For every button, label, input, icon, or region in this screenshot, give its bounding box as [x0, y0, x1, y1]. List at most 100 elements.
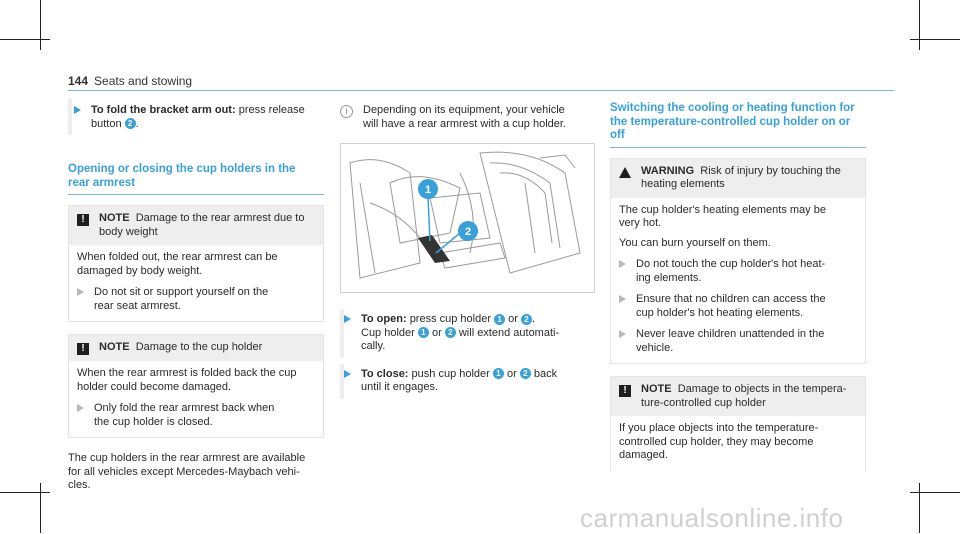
- crop-mark: [0, 492, 50, 493]
- step-text: or: [431, 326, 442, 339]
- note-title: body weight: [99, 225, 158, 238]
- callout-1-icon: [418, 179, 438, 199]
- heading-line: Switching the cooling or heating functio…: [610, 102, 855, 114]
- column-3: Switching the cooling or heating functio…: [610, 98, 866, 471]
- armrest-illustration: 1 2: [340, 143, 595, 293]
- note-body: controlled cup holder, they may become: [619, 435, 814, 448]
- step-arrow-icon: [77, 404, 84, 412]
- note-body: holder could become damaged.: [77, 380, 232, 393]
- warning-icon: [619, 166, 631, 178]
- note-label: NOTE: [99, 341, 130, 353]
- crop-mark: [919, 0, 920, 50]
- note-title: Damage to the cup holder: [135, 341, 263, 353]
- step-text: Ensure that no children can access the: [636, 293, 826, 305]
- section-heading: Switching the cooling or heating functio…: [610, 98, 866, 143]
- step-text: cup holder's hot heating elements.: [636, 306, 804, 319]
- crop-mark: [40, 483, 41, 533]
- note-body: When the rear armrest is folded back the…: [77, 367, 297, 379]
- warning-body: You can burn yourself on them.: [619, 236, 771, 249]
- step-text: until it engages.: [361, 381, 439, 393]
- crop-mark: [910, 492, 960, 493]
- open-label: To open:: [361, 313, 407, 325]
- section-heading: Opening or closing the cup holders in th…: [68, 163, 324, 190]
- callout-2-icon: [458, 221, 478, 241]
- note-body: If you place objects into the temperatur…: [619, 422, 819, 434]
- step-text: Do not touch the cup holder's hot heat-: [636, 258, 826, 270]
- crop-mark: [919, 483, 920, 533]
- note-box: ! NOTE Damage to the cup holder When the…: [68, 334, 324, 438]
- watermark: carmanualsonline.info: [580, 503, 844, 533]
- open-step: To open: press cup holder 1 or 2. Cup ho…: [340, 309, 595, 358]
- heading-line: Opening or closing the cup holders in th…: [68, 163, 296, 175]
- exclamation-icon: !: [619, 385, 631, 397]
- callout-1-icon: 1: [494, 313, 506, 325]
- callout-2-icon: 2: [519, 368, 531, 380]
- step-arrow-icon: [77, 288, 84, 296]
- fold-out-text-2: button: [91, 117, 122, 130]
- note-body: damaged.: [619, 449, 668, 461]
- note-title: ture-controlled cup holder: [641, 396, 766, 409]
- heading-line: off: [610, 129, 625, 141]
- step-text: Cup holder: [361, 326, 415, 339]
- step-text: cally.: [361, 340, 386, 352]
- heading-line: the temperature-controlled cup holder on…: [610, 115, 851, 128]
- info-note: i Depending on its equipment, your vehic…: [340, 98, 595, 131]
- step-text: or: [508, 313, 518, 325]
- callout-1-icon: 1: [492, 368, 504, 380]
- crop-mark: [0, 39, 50, 40]
- warning-label: WARNING: [641, 164, 695, 177]
- crop-mark: [40, 0, 41, 50]
- step-text: rear seat armrest.: [94, 299, 181, 312]
- info-icon: i: [340, 105, 353, 118]
- heading-line: rear armrest: [68, 176, 136, 189]
- step-text: vehicle.: [636, 341, 674, 354]
- step-text: Never leave children unattended in the: [636, 328, 825, 340]
- note-body: When folded out, the rear armrest can be: [77, 251, 278, 263]
- step-arrow-icon: [344, 315, 351, 323]
- note-title: Damage to the rear armrest due to: [135, 212, 305, 224]
- callout-1-icon: 1: [417, 327, 429, 339]
- availability-text: The cup holders in the rear armrest are …: [68, 452, 324, 493]
- body-text: The cup holders in the rear armrest are …: [68, 452, 306, 464]
- info-text: Depending on its equipment, your vehicle: [363, 104, 565, 116]
- callout-2-label: 2: [465, 226, 471, 238]
- note-body: damaged by body weight.: [77, 264, 203, 277]
- warning-title: heating elements: [641, 178, 725, 190]
- step-text: will extend automati-: [458, 326, 560, 339]
- callout-2-icon: 2: [124, 118, 136, 130]
- step-arrow-icon: [74, 106, 81, 114]
- callout-1-label: 1: [425, 184, 431, 196]
- step-arrow-icon: [619, 295, 626, 303]
- section-rule: [68, 194, 324, 195]
- fold-out-step: To fold the bracket arm out: press relea…: [68, 98, 324, 135]
- fold-out-text: press release: [238, 104, 305, 116]
- note-title: Damage to objects in the tempera-: [677, 383, 847, 395]
- callout-2-icon: 2: [520, 313, 532, 325]
- column-1: To fold the bracket arm out: press relea…: [68, 98, 324, 493]
- step-text: press cup holder: [409, 313, 492, 325]
- warning-title: Risk of injury by touching the: [700, 164, 841, 177]
- info-text: will have a rear armrest with a cup hold…: [363, 117, 566, 130]
- step-arrow-icon: [344, 369, 351, 378]
- step-arrow-icon: [619, 260, 626, 268]
- step-text: ing elements.: [636, 271, 702, 284]
- header-rule: [68, 90, 894, 91]
- callout-2-icon: 2: [444, 327, 456, 339]
- warning-body: very hot.: [619, 217, 662, 229]
- section-rule: [610, 146, 866, 148]
- warning-box: WARNING Risk of injury by touching the h…: [610, 157, 866, 364]
- exclamation-icon: !: [77, 343, 89, 355]
- step-text: push cup holder: [411, 367, 490, 380]
- section-title: Seats and stowing: [94, 74, 193, 88]
- step-arrow-icon: [619, 330, 626, 338]
- note-box: ! NOTE Damage to the rear armrest due to…: [68, 205, 324, 322]
- step-text: back: [533, 367, 558, 380]
- warning-step: Do not touch the cup holder's hot heat-i…: [619, 258, 857, 285]
- note-box: ! NOTE Damage to objects in the tempera-…: [610, 376, 866, 471]
- body-text: for all vehicles except Mercedes-Maybach…: [68, 465, 300, 478]
- close-label: To close:: [361, 367, 409, 380]
